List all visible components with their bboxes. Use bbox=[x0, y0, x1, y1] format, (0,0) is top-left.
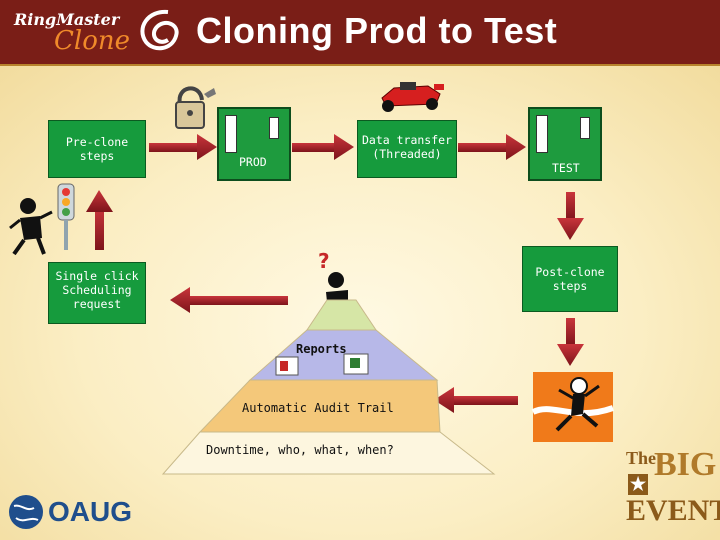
arrow-test-to-postclone bbox=[557, 192, 584, 240]
big-event-big: BIG bbox=[654, 446, 716, 484]
prod-label: PROD bbox=[239, 155, 267, 169]
race-car-icon bbox=[382, 82, 444, 112]
test-chip-right bbox=[580, 117, 590, 139]
padlock-icon bbox=[176, 88, 216, 128]
test-chip-left bbox=[536, 115, 548, 153]
arrow-postclone-down bbox=[557, 318, 584, 366]
arrow-to-audit-trail bbox=[434, 387, 518, 413]
arrow-transfer-to-test bbox=[458, 134, 526, 160]
data-transfer-label: Data transfer (Threaded) bbox=[362, 133, 452, 161]
pyramid-audit-label: Automatic Audit Trail bbox=[242, 401, 394, 415]
scheduling-label: Single click Scheduling request bbox=[55, 269, 138, 311]
pre-clone-label: Pre-clone steps bbox=[66, 135, 128, 163]
big-event-the: The bbox=[626, 448, 656, 469]
excel-report-icon bbox=[344, 354, 368, 374]
prod-server: PROD bbox=[217, 107, 291, 181]
pyramid-downtime-label: Downtime, who, what, when? bbox=[206, 443, 394, 457]
oaug-logo-text: OAUG bbox=[48, 496, 132, 527]
big-event-star-icon: ★ bbox=[628, 474, 648, 495]
prod-chip-right bbox=[269, 117, 279, 139]
walking-person-icon bbox=[10, 198, 52, 254]
test-label: TEST bbox=[552, 161, 580, 175]
post-clone-label: Post-clone steps bbox=[535, 265, 604, 293]
oaug-globe-icon bbox=[9, 495, 43, 529]
post-clone-box: Post-clone steps bbox=[522, 246, 618, 312]
big-event-logo: The ★ BIG EVENT bbox=[624, 446, 716, 536]
prod-chip-left bbox=[225, 115, 237, 153]
arrow-prod-to-transfer bbox=[292, 134, 354, 160]
arrow-up-to-preclone bbox=[86, 190, 113, 250]
oaug-logo: OAUG bbox=[48, 496, 132, 528]
traffic-light-icon bbox=[58, 184, 74, 250]
pre-clone-box: Pre-clone steps bbox=[48, 120, 146, 178]
scheduling-box: Single click Scheduling request bbox=[48, 262, 146, 324]
arrow-preclone-to-prod bbox=[149, 134, 217, 160]
pyramid-reports-label: Reports bbox=[296, 342, 347, 356]
arrow-to-scheduling bbox=[170, 287, 288, 313]
data-transfer-box: Data transfer (Threaded) bbox=[357, 120, 457, 178]
big-event-event: EVENT bbox=[626, 494, 720, 528]
test-server: TEST bbox=[528, 107, 602, 181]
svg-text:?: ? bbox=[318, 249, 330, 273]
running-person-icon bbox=[533, 372, 613, 442]
pdf-report-icon bbox=[276, 357, 298, 375]
